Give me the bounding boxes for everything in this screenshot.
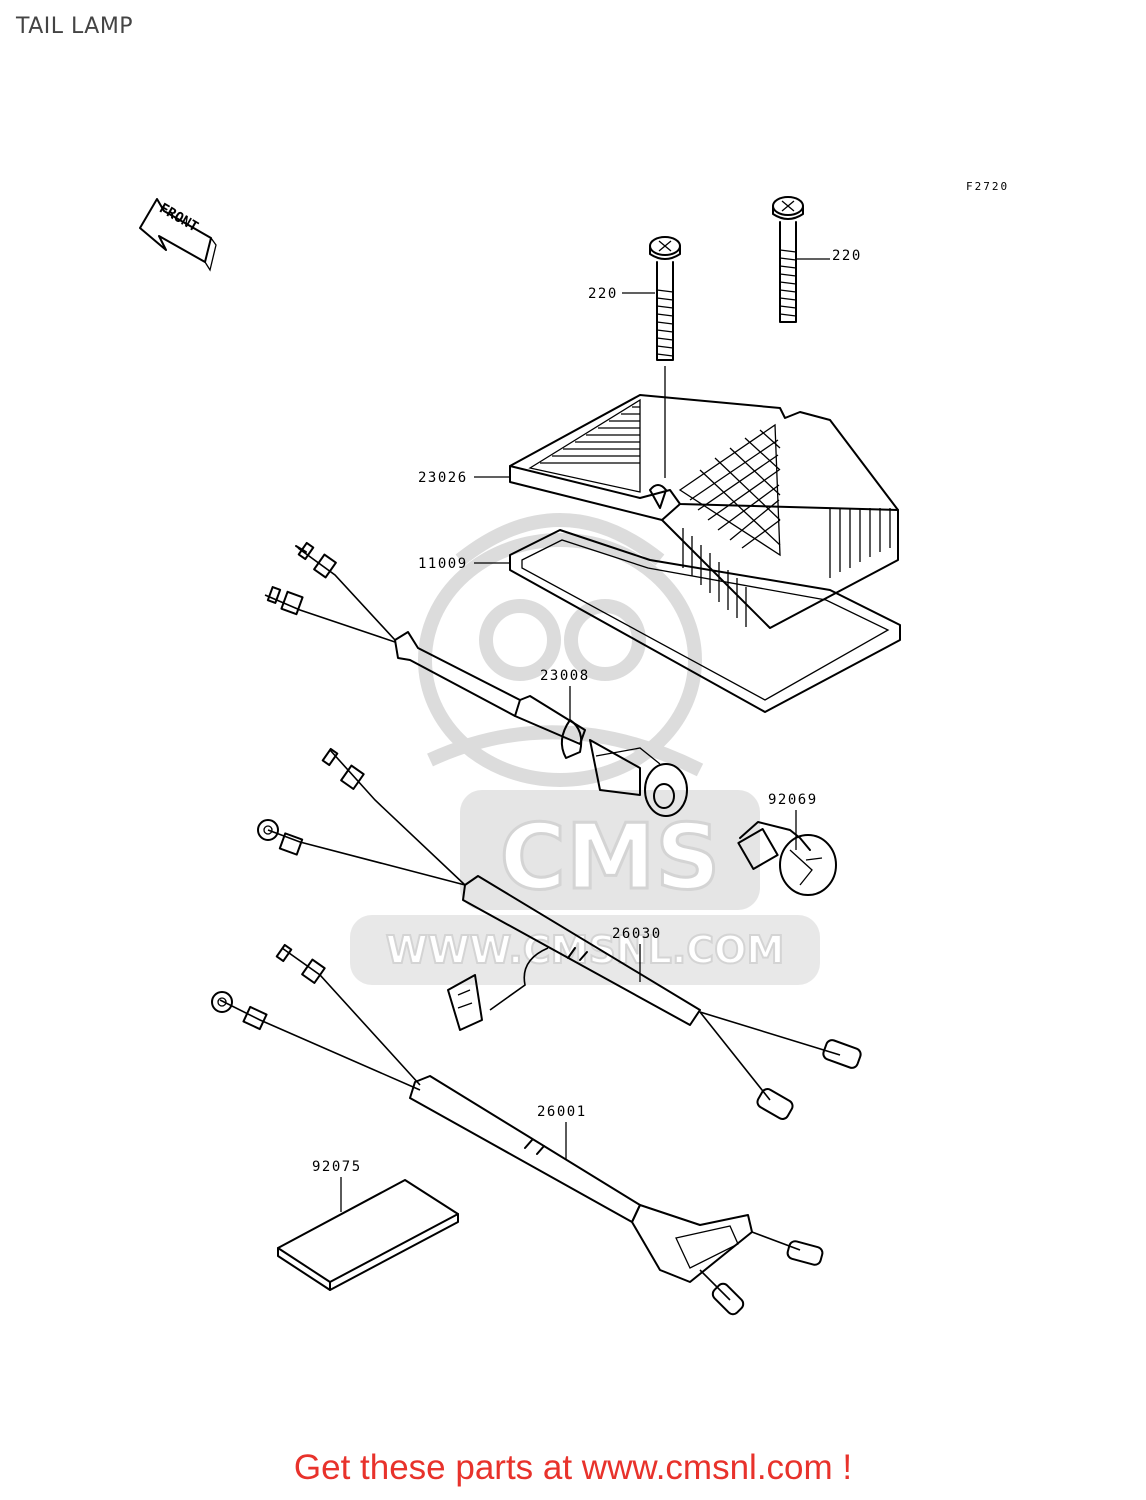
- watermark-mascot: [418, 513, 704, 787]
- watermark: CMS WWW.CMSNL.COM: [350, 513, 820, 985]
- callout-26001: 26001: [537, 1104, 587, 1160]
- callout-23026: 23026: [418, 470, 510, 486]
- harness-26030: [257, 747, 862, 1120]
- watermark-brand: CMS: [500, 805, 720, 910]
- callout-92069: 92069: [768, 792, 818, 850]
- watermark-url: WWW.CMSNL.COM: [386, 928, 785, 972]
- footer-link[interactable]: Get these parts at www.cmsnl.com !: [293, 1448, 853, 1487]
- footer-promo: Get these parts at www.cmsnl.com !: [0, 1448, 1146, 1488]
- watermark-url-band: [350, 915, 820, 985]
- watermark-badge: [460, 790, 760, 910]
- socket-harness-23008: [264, 541, 688, 817]
- harness-26001: [211, 943, 824, 1316]
- svg-text:23026: 23026: [418, 470, 468, 486]
- svg-text:92069: 92069: [768, 792, 818, 808]
- callout-220-left: 220: [588, 286, 655, 302]
- front-label: FRONT: [156, 200, 201, 235]
- callout-220-right: 220: [797, 248, 862, 264]
- svg-text:23008: 23008: [540, 668, 590, 684]
- bulb-92069: [737, 821, 837, 896]
- callout-11009: 11009: [418, 556, 510, 572]
- pad-92075: [277, 1179, 459, 1291]
- tail-lamp-lens-23026: [509, 394, 899, 629]
- front-arrow-icon: FRONT: [139, 198, 217, 272]
- svg-text:220: 220: [832, 248, 862, 264]
- callout-23008: 23008: [540, 668, 590, 720]
- svg-text:26001: 26001: [537, 1104, 587, 1120]
- figure-reference: F2720: [966, 180, 1009, 193]
- svg-text:26030: 26030: [612, 926, 662, 942]
- svg-text:220: 220: [588, 286, 618, 302]
- callout-26030: 26030: [612, 926, 662, 982]
- svg-text:92075: 92075: [312, 1159, 362, 1175]
- parts-diagram: CMS WWW.CMSNL.COM FRONT F2720: [139, 180, 1009, 1316]
- gasket-11009: [509, 529, 901, 713]
- screw-220-left: [649, 236, 681, 361]
- page-title: TAIL LAMP: [16, 14, 134, 39]
- screw-220-right: [772, 196, 804, 323]
- svg-text:11009: 11009: [418, 556, 468, 572]
- callout-92075: 92075: [312, 1159, 362, 1212]
